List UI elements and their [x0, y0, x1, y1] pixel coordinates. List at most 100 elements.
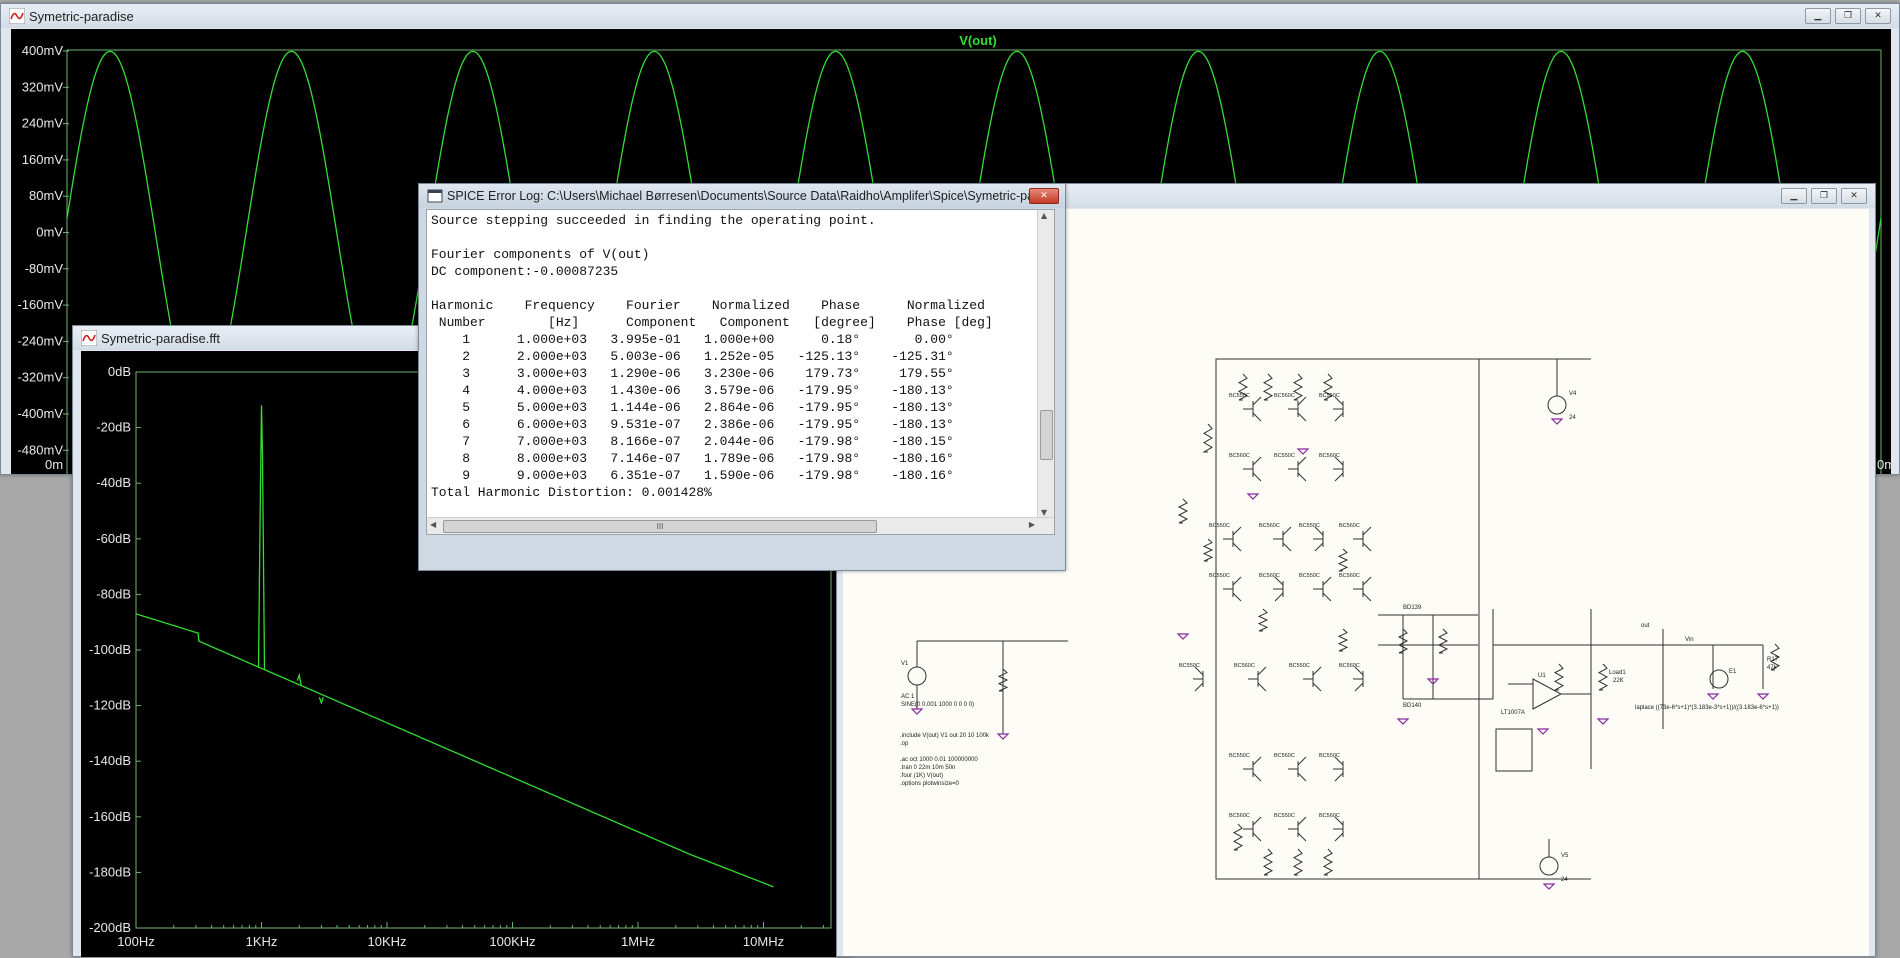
supply-v5[interactable] [1539, 856, 1559, 876]
transistor-symbol[interactable] [1248, 666, 1267, 692]
supply-v4[interactable] [1547, 395, 1567, 415]
resistor-symbol[interactable] [1177, 498, 1189, 524]
transistor-symbol[interactable] [1193, 666, 1204, 692]
transistor-symbol[interactable] [1243, 456, 1262, 482]
spice-error-log-window[interactable]: SPICE Error Log: C:\Users\Michael Børres… [418, 183, 1066, 571]
transistor-symbol[interactable] [1223, 576, 1242, 602]
y-tick-label: 80mV [29, 188, 63, 203]
waveform-app-icon [81, 330, 97, 346]
harmonic-row: 4 4.000e+03 1.430e-06 3.579e-06 -179.95°… [431, 383, 954, 398]
vcvs-e1[interactable] [1709, 669, 1729, 689]
resistor-symbol[interactable] [1337, 548, 1349, 572]
transistor-symbol[interactable] [1303, 666, 1322, 692]
transistor-symbol[interactable] [1333, 396, 1344, 422]
resistor-symbol[interactable] [1257, 608, 1269, 632]
resistor-symbol[interactable] [1292, 848, 1304, 876]
log-window-titlebar[interactable]: SPICE Error Log: C:\Users\Michael Børres… [419, 184, 1065, 208]
transistor-symbol[interactable] [1288, 816, 1307, 842]
transistor-symbol[interactable] [1313, 526, 1324, 552]
transistor-symbol[interactable] [1243, 756, 1262, 782]
close-icon: ✕ [1850, 191, 1858, 201]
vout-window-title: Symetric-paradise [29, 9, 134, 24]
transistor-symbol[interactable] [1288, 456, 1307, 482]
ground-icon [1246, 493, 1260, 500]
opamp-u2[interactable] [1532, 678, 1563, 710]
resistor-symbol[interactable] [1437, 628, 1449, 654]
transistor-symbol[interactable] [1353, 666, 1364, 692]
label-sine: SINE(0 0.001 1000 0 0 0 0) [901, 702, 974, 708]
directive-tran: .tran 0 22m 10m 50n [900, 765, 955, 771]
vout-window-titlebar[interactable]: Symetric-paradise ▁ ❐ ✕ [1, 4, 1899, 28]
transistor-symbol[interactable] [1353, 576, 1372, 602]
resistor-symbol[interactable] [1262, 848, 1274, 876]
trace-title[interactable]: V(out) [959, 33, 997, 48]
transistor-label: BC560C [1319, 813, 1340, 819]
transistor-symbol[interactable] [1288, 396, 1307, 422]
transistor-label: BC550C [1319, 393, 1340, 399]
resistor-symbol[interactable] [1397, 628, 1409, 654]
y-tick-label: -160mV [17, 297, 63, 312]
resistor-symbol[interactable] [1322, 848, 1334, 876]
x-tick-left: 0m [45, 457, 63, 472]
log-text-area[interactable]: Source stepping succeeded in finding the… [426, 209, 1055, 535]
fft-plot-svg: 0dB-20dB-40dB-60dB-80dB-100dB-120dB-140d… [89, 364, 832, 949]
ground-icon [996, 733, 1010, 740]
close-button[interactable]: ✕ [1841, 188, 1867, 204]
resistor-symbol[interactable] [1597, 663, 1609, 691]
log-content[interactable]: Source stepping succeeded in finding the… [431, 212, 993, 501]
y-tick-label: 160mV [22, 152, 64, 167]
transistor-label: BC560C [1259, 573, 1280, 579]
transistor-symbol[interactable] [1243, 396, 1262, 422]
vertical-scroll-thumb[interactable] [1040, 410, 1053, 460]
scroll-up-arrow-icon[interactable]: ▲ [1041, 211, 1048, 220]
transistor-symbol[interactable] [1273, 576, 1284, 602]
close-button[interactable]: ✕ [1865, 8, 1891, 24]
resistor-symbol[interactable] [1322, 373, 1334, 401]
transistor-symbol[interactable] [1273, 526, 1292, 552]
directive-four: .four (1K) V(out) [900, 773, 943, 779]
resistor-symbol[interactable] [1262, 373, 1274, 401]
resistor-symbol[interactable] [1769, 643, 1781, 671]
resistor-symbol[interactable] [997, 668, 1009, 692]
log-window-title: SPICE Error Log: C:\Users\Michael Børres… [447, 189, 1056, 203]
y-tick-label: -80mV [25, 261, 64, 276]
ground-icon [1596, 718, 1610, 725]
y-tick-label: -20dB [96, 420, 131, 435]
resistor-symbol[interactable] [1202, 538, 1214, 562]
minimize-button[interactable]: ▁ [1781, 188, 1807, 204]
transistor-symbol[interactable] [1243, 816, 1262, 842]
y-tick-label: -160dB [89, 809, 131, 824]
resistor-symbol[interactable] [1232, 823, 1244, 851]
resistor-symbol[interactable] [1237, 373, 1249, 401]
scroll-right-arrow-icon[interactable]: ▶ [1028, 520, 1035, 529]
resistor-symbol[interactable] [1202, 423, 1213, 453]
log-close-button[interactable]: ✕ [1029, 188, 1059, 204]
scroll-left-arrow-icon[interactable]: ◀ [430, 520, 437, 529]
restore-button[interactable]: ❐ [1835, 8, 1861, 24]
minimize-button[interactable]: ▁ [1805, 8, 1831, 24]
transistor-symbol[interactable] [1333, 456, 1344, 482]
scroll-down-arrow-icon[interactable]: ▼ [1041, 508, 1048, 517]
y-tick-label: -80dB [96, 586, 131, 601]
transistor-symbol[interactable] [1313, 576, 1332, 602]
close-icon: ✕ [1874, 11, 1882, 21]
resistor-symbol[interactable] [1553, 663, 1565, 691]
resistor-symbol[interactable] [1337, 628, 1349, 652]
y-tick-label: -120dB [89, 698, 131, 713]
transistor-symbol[interactable] [1353, 526, 1372, 552]
transistor-label: BC550C [1209, 523, 1230, 529]
fft-trace[interactable] [135, 405, 774, 888]
transistor-symbol[interactable] [1333, 756, 1344, 782]
y-tick-label: -100dB [89, 642, 131, 657]
y-tick-label: 400mV [22, 43, 64, 58]
log-vertical-scrollbar[interactable]: ▲ ▼ [1037, 210, 1054, 518]
transistor-symbol[interactable] [1223, 526, 1242, 552]
log-horizontal-scrollbar[interactable]: ◀ III ▶ [427, 517, 1054, 534]
transistor-symbol[interactable] [1333, 816, 1344, 842]
restore-button[interactable]: ❐ [1811, 188, 1837, 204]
horizontal-scroll-thumb[interactable]: III [443, 520, 877, 533]
source-v1[interactable] [907, 666, 927, 686]
resistor-symbol[interactable] [1292, 373, 1304, 401]
transistor-symbol[interactable] [1288, 756, 1307, 782]
transistor-label: BC550C [1209, 573, 1230, 579]
